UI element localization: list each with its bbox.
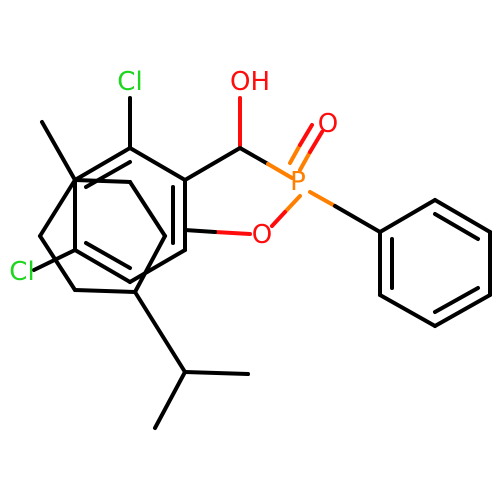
bond bbox=[73, 288, 137, 294]
bond bbox=[333, 204, 382, 234]
bond bbox=[84, 241, 132, 270]
bond bbox=[40, 120, 77, 182]
bond bbox=[133, 290, 187, 374]
bond bbox=[308, 130, 324, 154]
bond bbox=[378, 198, 437, 234]
bonds bbox=[32, 96, 492, 430]
bond bbox=[84, 160, 132, 189]
bond bbox=[183, 146, 242, 182]
bond bbox=[153, 370, 187, 430]
bond bbox=[133, 234, 167, 294]
bond bbox=[73, 178, 132, 184]
bond bbox=[266, 162, 294, 180]
chlorine-label-left: Cl bbox=[9, 257, 34, 287]
bond bbox=[270, 210, 287, 228]
bond bbox=[128, 180, 167, 238]
bond bbox=[288, 143, 302, 165]
bond bbox=[32, 248, 77, 272]
chlorine-label-top: Cl bbox=[117, 67, 142, 97]
atom-labels: Cl Cl OH O O P bbox=[9, 67, 338, 287]
hydroxyl-label: OH bbox=[230, 67, 270, 97]
bond bbox=[238, 146, 270, 166]
bond bbox=[433, 212, 480, 241]
bond bbox=[213, 230, 252, 236]
bond bbox=[128, 248, 187, 284]
bond bbox=[38, 234, 77, 292]
oxygen-double-label: O bbox=[318, 109, 338, 139]
bond bbox=[298, 123, 314, 147]
bond bbox=[283, 194, 302, 214]
bond bbox=[183, 228, 217, 234]
bond bbox=[433, 286, 480, 314]
bond bbox=[308, 190, 337, 208]
bond bbox=[128, 146, 187, 182]
bond bbox=[378, 293, 437, 328]
bond bbox=[433, 293, 492, 328]
bond bbox=[73, 146, 132, 182]
bond bbox=[183, 370, 250, 376]
bond bbox=[298, 150, 312, 172]
phosphorus-label: P bbox=[290, 167, 306, 197]
bond bbox=[433, 198, 492, 234]
bond bbox=[73, 248, 132, 284]
oxygen-ester-label: O bbox=[252, 220, 272, 250]
bond bbox=[38, 178, 77, 238]
